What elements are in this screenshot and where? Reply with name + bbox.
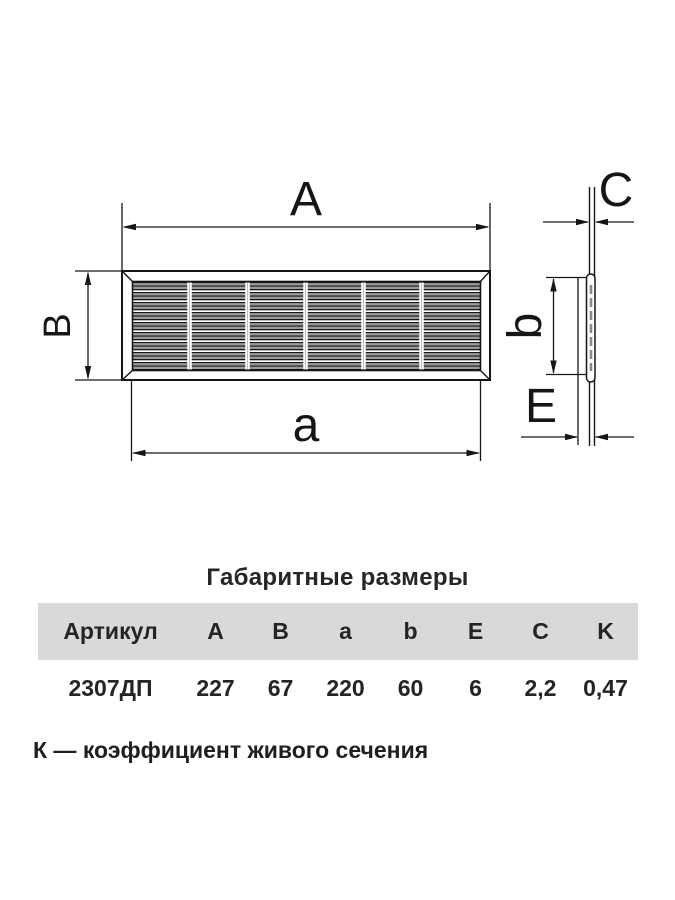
- label-a: a: [293, 399, 320, 452]
- grille-section-dividers: [187, 282, 424, 370]
- cell-article: 2307ДП: [68, 674, 153, 701]
- label-b: b: [499, 313, 552, 340]
- table-title: Габаритные размеры: [206, 564, 469, 591]
- cell-b: 60: [397, 674, 424, 701]
- cell-C: 2,2: [524, 674, 557, 701]
- dimensions-table: Артикул A B a b E C K 2307ДП 227 67 220 …: [38, 603, 638, 716]
- label-A: A: [290, 173, 322, 226]
- side-view: C b E: [499, 164, 634, 446]
- header-B: B: [272, 618, 289, 644]
- label-B: B: [37, 313, 79, 338]
- header-A: A: [207, 618, 224, 644]
- table-data-row: 2307ДП 227 67 220 60 6 2,2 0,47: [38, 660, 638, 716]
- cell-A: 227: [196, 674, 235, 701]
- header-a: a: [339, 618, 352, 644]
- dimension-B: [75, 270, 121, 381]
- label-E: E: [525, 380, 557, 433]
- dimension-b: [546, 276, 586, 376]
- dimension-a: [130, 381, 482, 461]
- cell-a: 220: [326, 674, 365, 701]
- dimension-E: [521, 433, 634, 441]
- dimension-A: [121, 203, 491, 270]
- cell-B: 67: [267, 674, 294, 701]
- label-C: C: [599, 164, 634, 217]
- cell-K: 0,47: [583, 674, 628, 701]
- technical-drawing: A B a: [37, 164, 634, 461]
- cell-E: 6: [469, 674, 482, 701]
- footnote: К — коэффициент живого сечения: [33, 737, 429, 763]
- corner-bevels: [121, 270, 491, 381]
- front-view: A B a: [37, 173, 491, 461]
- header-article: Артикул: [63, 618, 158, 644]
- header-C: C: [532, 618, 549, 644]
- header-E: E: [467, 618, 484, 644]
- dimension-C: [543, 218, 634, 226]
- table-header-row: Артикул A B a b E C K: [38, 603, 638, 660]
- header-K: K: [597, 618, 614, 644]
- header-b: b: [403, 618, 418, 644]
